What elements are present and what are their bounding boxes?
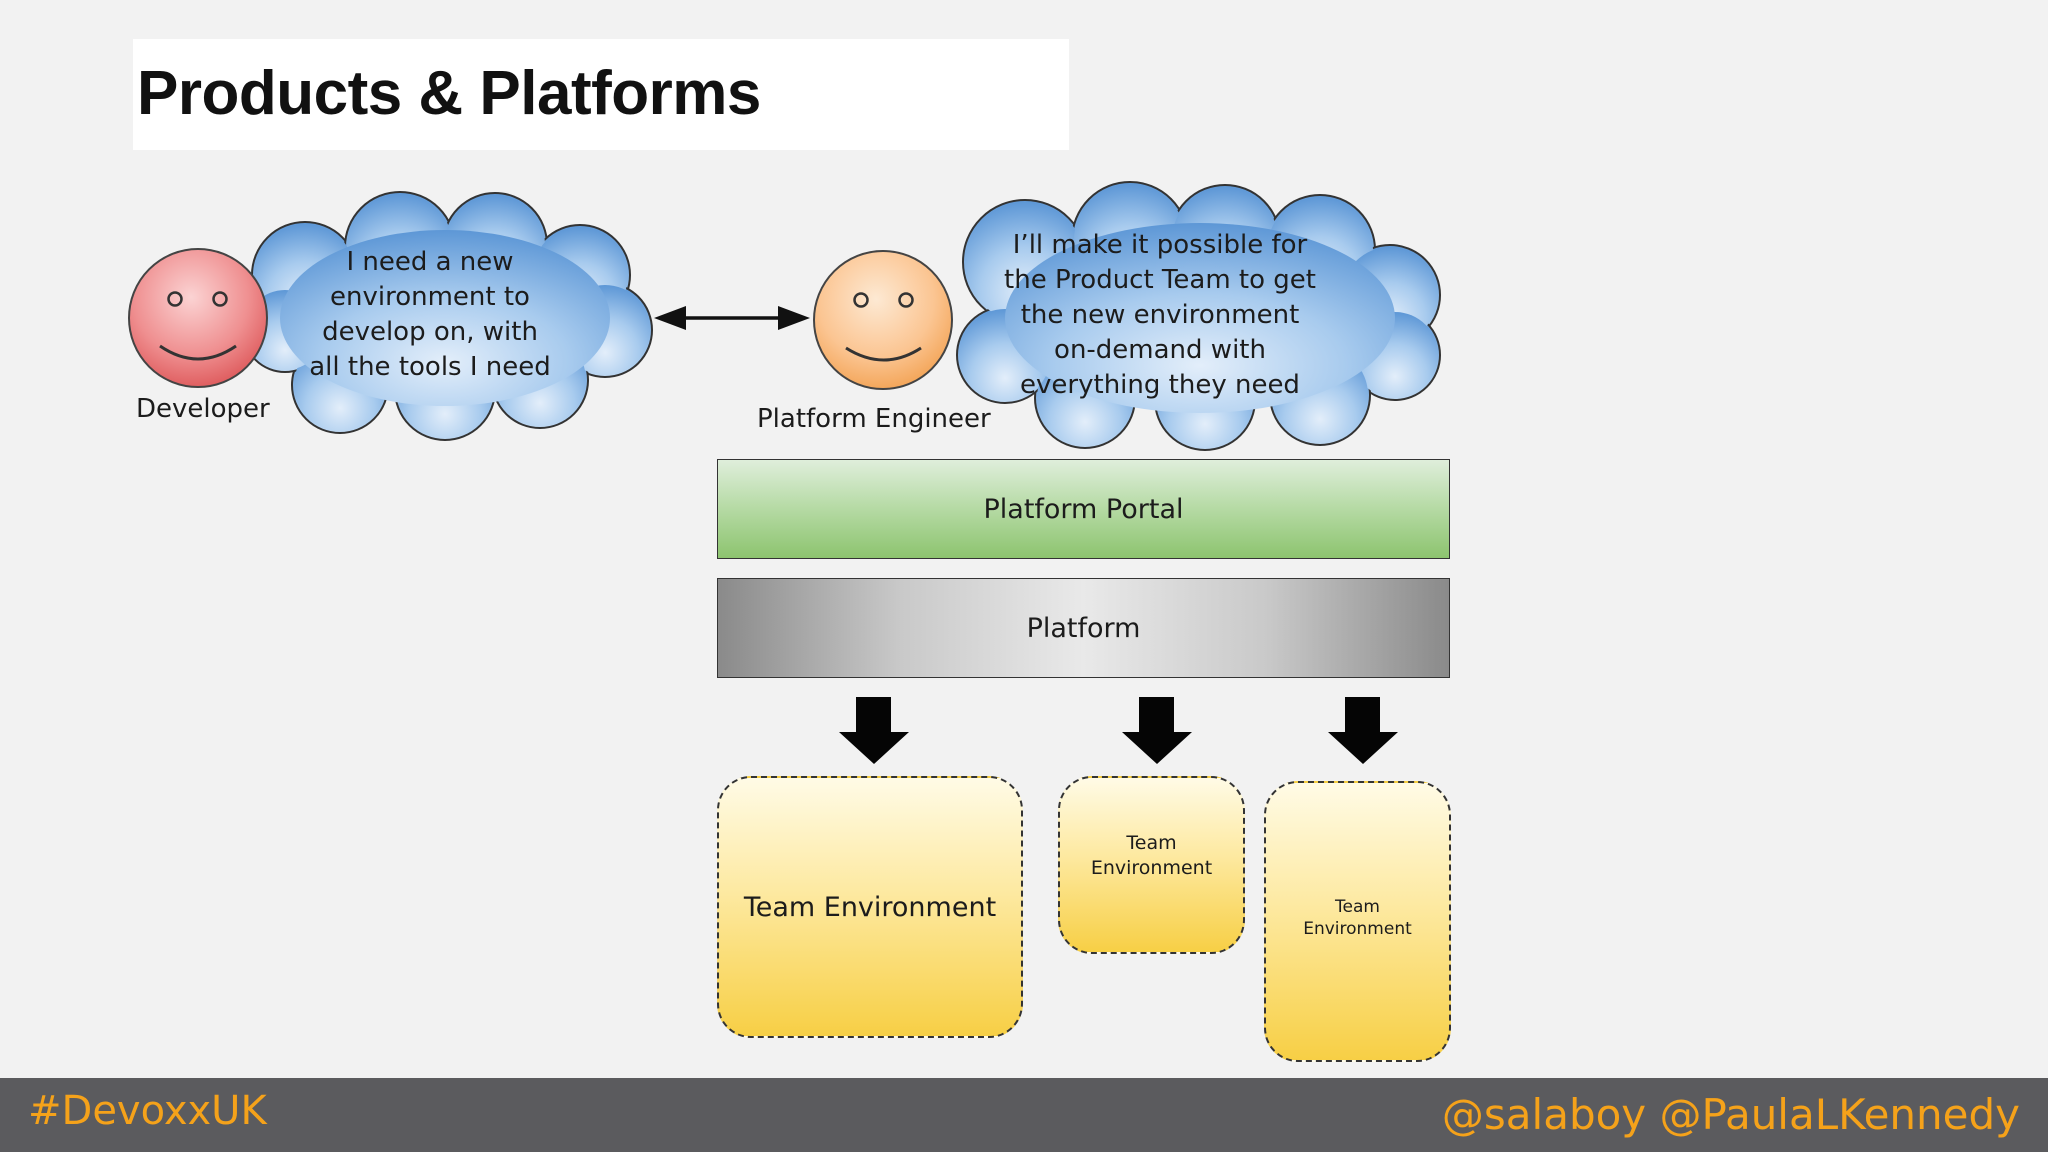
engineer-thought-line: the Product Team to get [1004, 265, 1316, 295]
team-environment-label: Team [1126, 832, 1177, 854]
footer-handles: @salaboy @PaulaLKennedy [1441, 1090, 2020, 1139]
title-background [133, 39, 1069, 150]
platform-portal-layer: Platform Portal [717, 459, 1450, 559]
developer-label: Developer [136, 394, 270, 424]
team-environment-large: Team Environment [717, 776, 1023, 1038]
developer-thought-line: environment to [330, 282, 530, 312]
down-arrow-icon [839, 697, 1398, 764]
team-environment-label: Team [1335, 896, 1380, 917]
developer-smiley-icon [128, 248, 268, 388]
engineer-smiley-icon [813, 250, 953, 390]
team-environment-label: Team Environment [743, 891, 997, 923]
developer-thought-line: develop on, with [322, 317, 538, 347]
platform-label: Platform [1026, 612, 1141, 644]
engineer-thought-cloud [956, 181, 1441, 451]
footer-hashtag: #DevoxxUK [28, 1088, 267, 1134]
platform-layer: Platform [717, 578, 1450, 678]
developer-thought-line: all the tools I need [309, 352, 551, 382]
engineer-thought-line: I’ll make it possible for [1012, 230, 1308, 260]
team-environment-label: Environment [1303, 918, 1412, 939]
engineer-thought-line: everything they need [1020, 370, 1300, 400]
footer-bar [0, 1078, 2048, 1152]
double-arrow-icon [654, 306, 810, 330]
engineer-thought-text: I’ll make it possible for the Product Te… [985, 228, 1335, 403]
developer-thought-line: I need a new [346, 247, 514, 277]
engineer-thought-line: the new environment [1020, 300, 1300, 330]
developer-thought-text: I need a new environment to develop on, … [290, 245, 570, 385]
platform-engineer-label: Platform Engineer [757, 404, 991, 434]
page-title: Products & Platforms [137, 59, 761, 128]
team-environment-small: Team Environment [1058, 776, 1245, 954]
team-environment-label: Environment [1090, 857, 1213, 879]
team-environment-tall: Team Environment [1264, 781, 1451, 1062]
engineer-thought-line: on-demand with [1054, 335, 1266, 365]
platform-portal-label: Platform Portal [983, 493, 1184, 525]
